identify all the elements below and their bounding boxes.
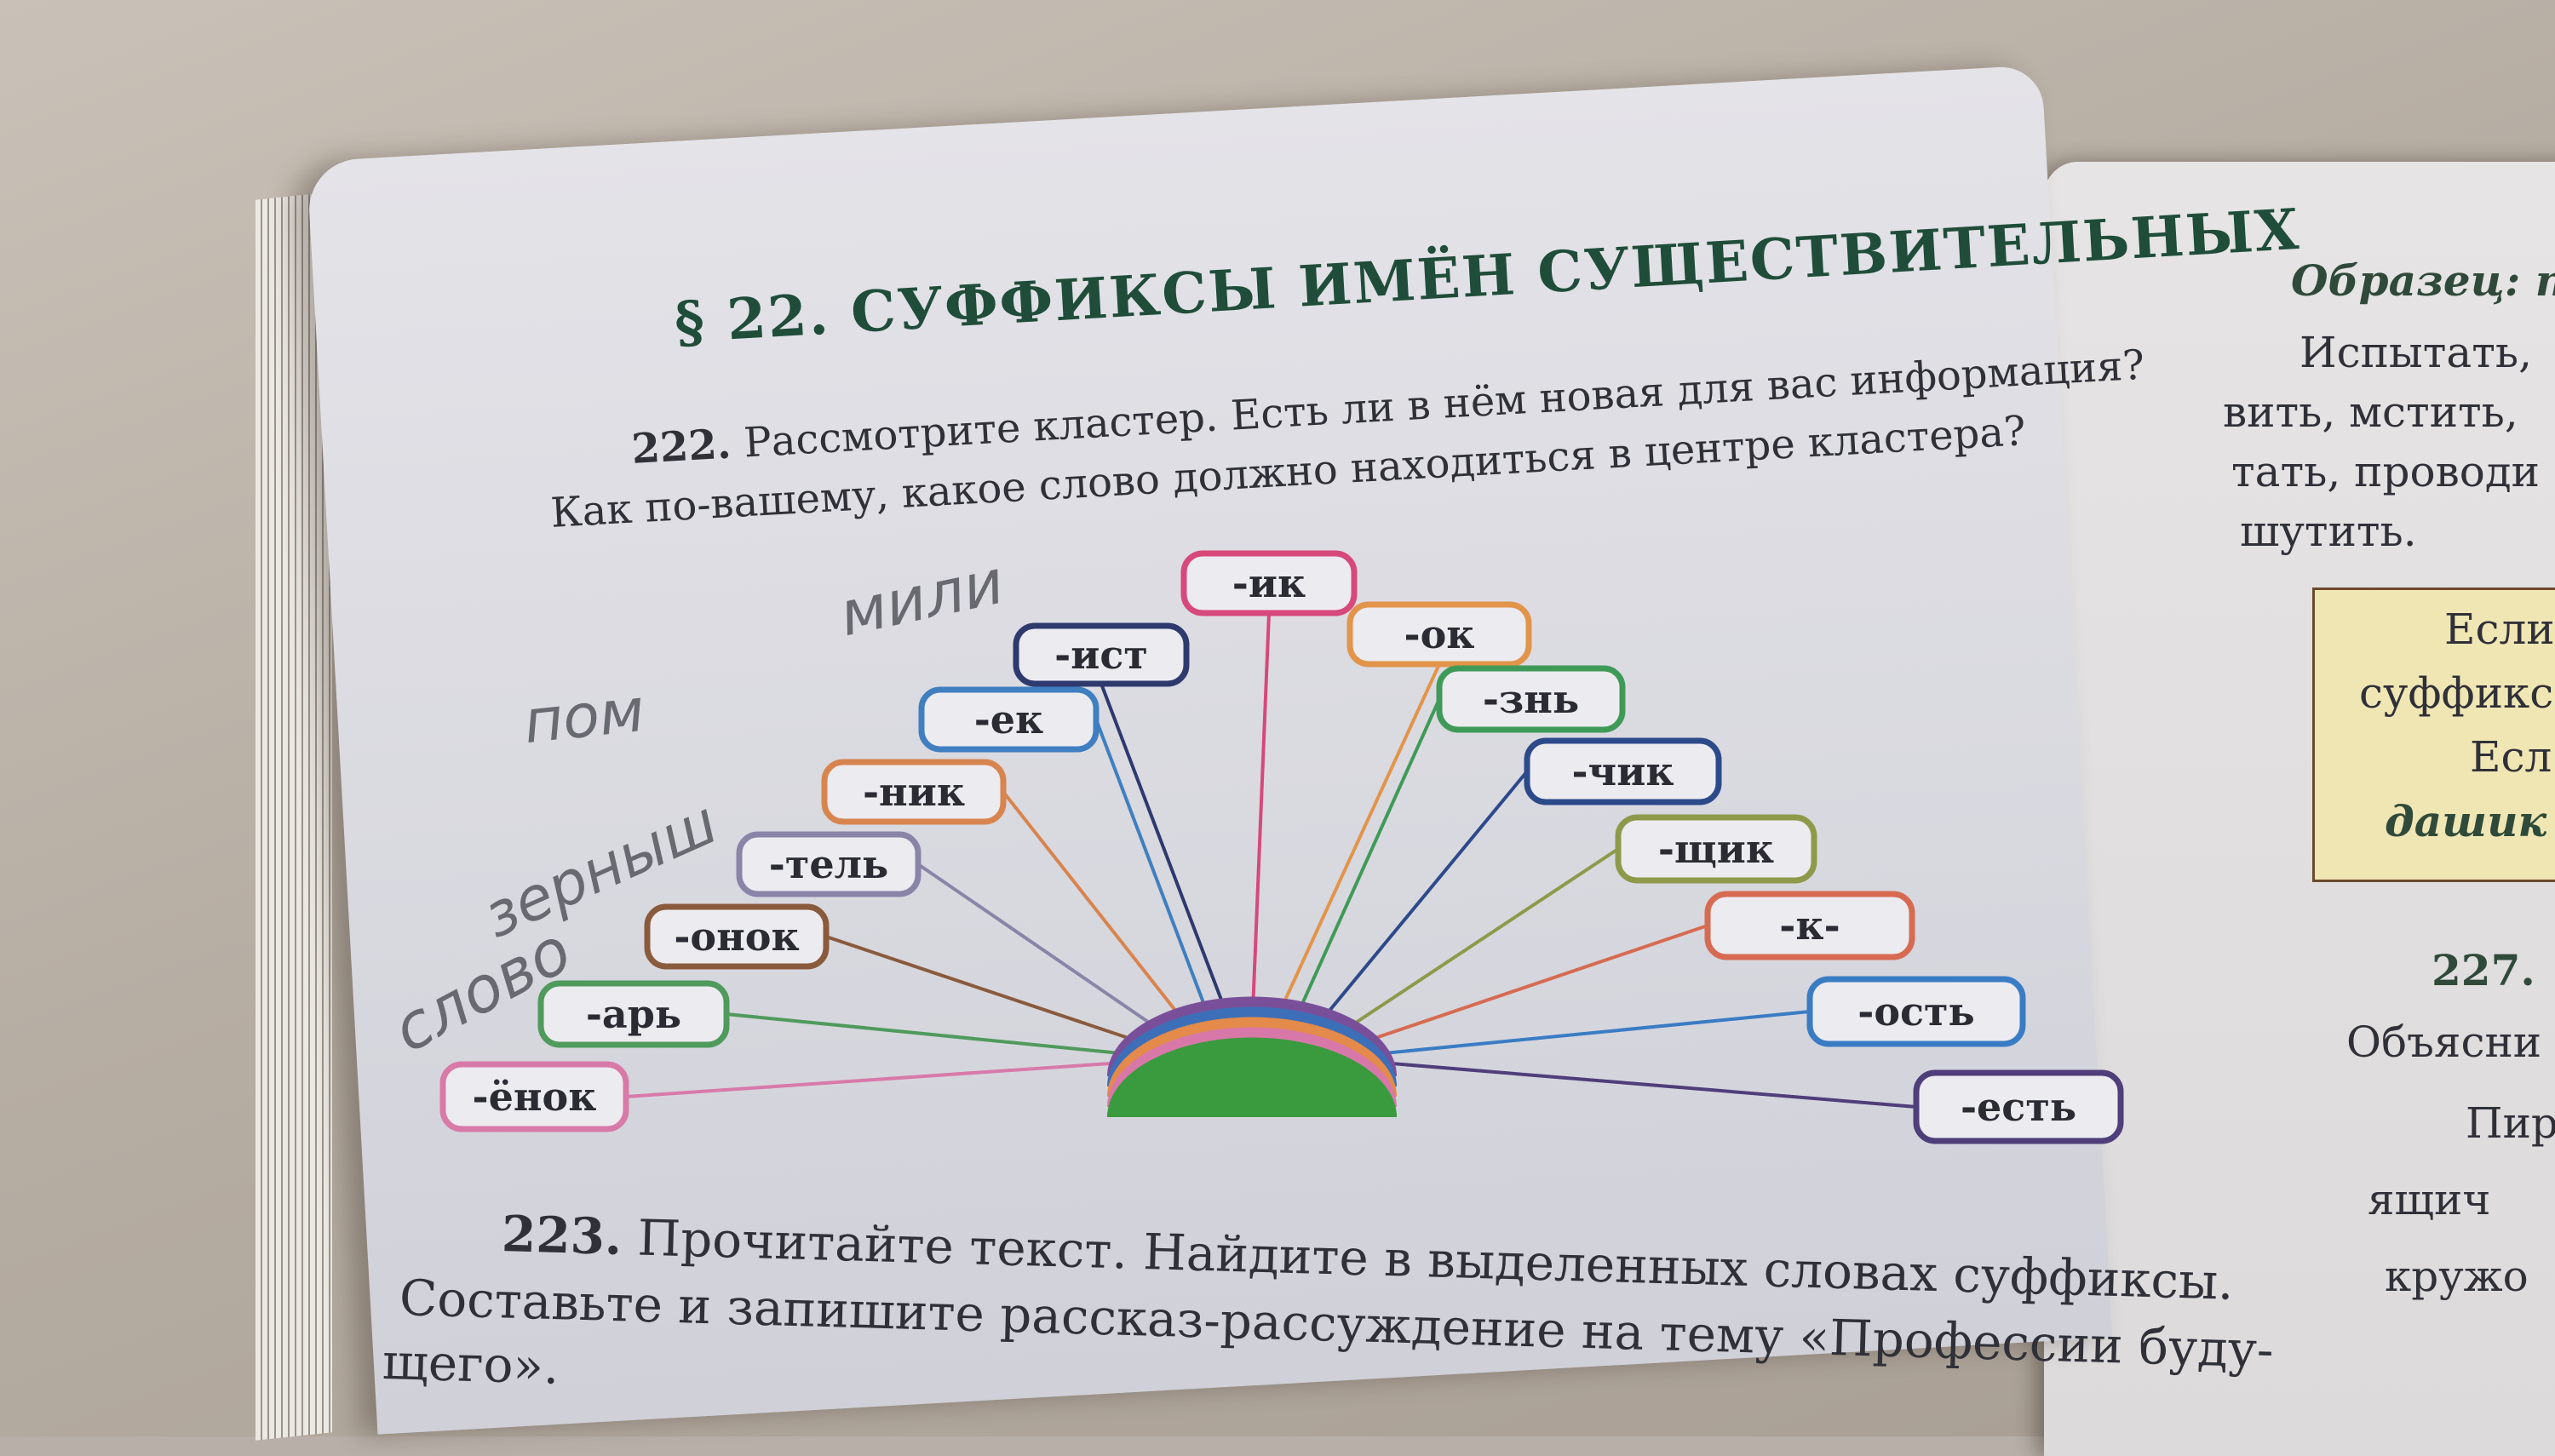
cluster-spoke [1324, 849, 1618, 1043]
right-line-2: вить, мстить, [2223, 387, 2518, 437]
right-box-line-4: дашик [2385, 796, 2546, 846]
right-line-1: Испытать, [2300, 328, 2532, 377]
cluster-spoke [1361, 1012, 1810, 1056]
suffix-label: -ек [974, 696, 1044, 742]
handwriting-note-2: пом [520, 675, 647, 757]
suffix-label: -к- [1779, 903, 1840, 949]
cluster-spoke [626, 1063, 1125, 1097]
right-lower-line-1: Объясни [2346, 1017, 2541, 1067]
cluster-spoke [1252, 613, 1269, 1032]
right-lower-line-4: кружо [2385, 1252, 2529, 1301]
right-lower-line-3: ящич [2368, 1175, 2490, 1224]
cluster-hub [1107, 997, 1397, 1118]
exercise-223-text3: щего». [382, 1333, 560, 1396]
right-exercise-227: 227. [2432, 945, 2535, 995]
right-box-line-3: Есл [2470, 732, 2552, 782]
right-line-3: тать, проводи [2231, 447, 2540, 496]
suffix-label: -онок [674, 914, 799, 960]
cluster-spoke [1101, 684, 1234, 1033]
suffix-label: -щик [1658, 826, 1774, 872]
cluster-spoke [1003, 792, 1197, 1039]
right-box-line-2: суффикс [2359, 668, 2553, 718]
exercise-223-number: 223. [501, 1205, 623, 1266]
suffix-label: -арь [586, 991, 681, 1037]
suffix-label: -ик [1232, 560, 1306, 606]
cluster-spoke [826, 937, 1161, 1049]
suffix-label: -ость [1857, 989, 1975, 1035]
right-lower-line-2: Пир [2466, 1098, 2555, 1148]
suffix-label: -чик [1571, 748, 1674, 794]
cluster-spoke [1289, 699, 1439, 1035]
suffix-label: -есть [1961, 1084, 2076, 1130]
cluster-spoke [1379, 1063, 1916, 1107]
cluster-spoke [918, 864, 1180, 1043]
suffix-label: -ок [1404, 611, 1475, 657]
right-sample-label: Образец: пи [2291, 255, 2555, 306]
suffix-label: -ист [1054, 632, 1148, 678]
suffix-label: -ник [863, 769, 965, 815]
suffix-label: -ёнок [473, 1074, 597, 1120]
right-line-4: шутить. [2240, 507, 2417, 556]
suffix-label: -тель [769, 841, 889, 887]
cluster-spoke [1343, 926, 1708, 1049]
right-box-line-1: Если [2444, 605, 2555, 654]
suffix-label: -знь [1483, 676, 1579, 722]
